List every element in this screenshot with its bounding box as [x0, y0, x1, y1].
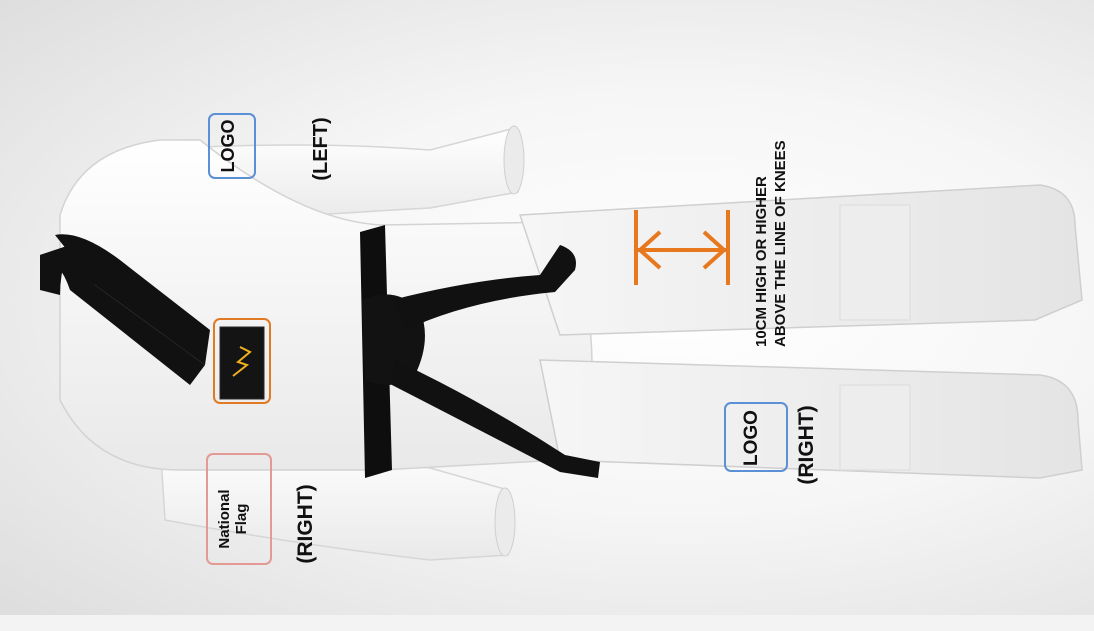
national-flag-label: National Flag — [217, 474, 261, 564]
measurement-note-line1: 10CM HIGH OR HIGHER — [753, 57, 772, 347]
measurement-note-line2: ABOVE THE LINE OF KNEES — [772, 57, 791, 347]
lower-sleeve-cuff — [495, 488, 515, 556]
measurement-note: 10CM HIGH OR HIGHER ABOVE THE LINE OF KN… — [753, 57, 797, 347]
logo-left-label: LOGO — [219, 116, 245, 176]
national-flag-line2: Flag — [234, 474, 251, 564]
national-flag-side-label: (RIGHT) — [294, 479, 324, 569]
logo-left-side-label: (LEFT) — [310, 114, 340, 184]
bottom-strip — [0, 615, 1094, 631]
lower-knee-patch — [840, 385, 910, 470]
pants-upper-leg — [520, 185, 1082, 335]
upper-knee-patch — [840, 205, 910, 320]
logo-right-side-label: (RIGHT) — [795, 395, 825, 495]
logo-right-label: LOGO — [742, 403, 770, 473]
upper-sleeve-cuff — [504, 126, 524, 194]
national-flag-line1: National — [217, 474, 234, 564]
chest-patch-box — [213, 318, 271, 404]
